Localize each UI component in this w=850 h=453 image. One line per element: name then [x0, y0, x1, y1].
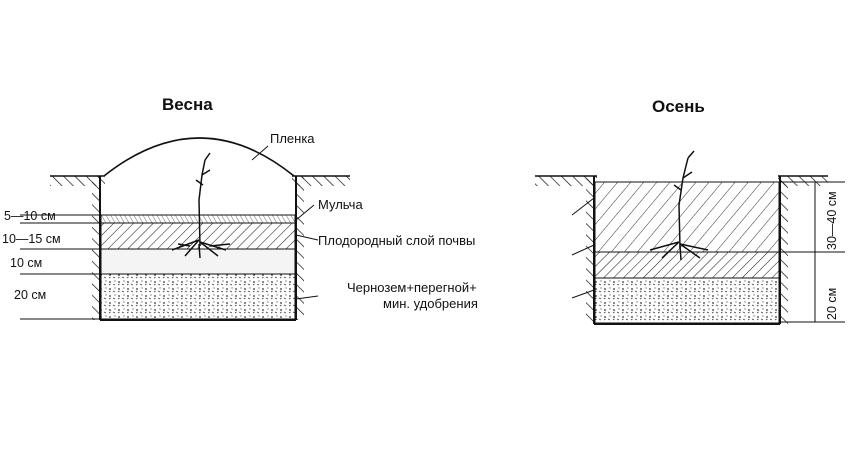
spring-leader-lines	[251, 145, 319, 300]
spring-dim-20cm: 20 см	[14, 288, 46, 302]
fertile-layer-label: Плодородный слой почвы	[318, 233, 475, 248]
spring-diagram: Весна	[2, 95, 478, 321]
autumn-diagram: Осень	[535, 97, 845, 325]
autumn-ground-surface	[535, 175, 828, 325]
spring-title: Весна	[162, 95, 213, 114]
autumn-title: Осень	[652, 97, 705, 116]
autumn-seedling	[649, 150, 709, 261]
mix-label-line1: Чернозем+перегной+	[347, 280, 477, 295]
spring-seedling	[171, 152, 231, 259]
autumn-dim-30-40cm: 30—40 см	[825, 191, 839, 250]
spring-dim-10cm: 10 см	[10, 256, 42, 270]
spring-film-dome	[103, 137, 295, 177]
spring-ground-surface	[50, 175, 350, 321]
autumn-dim-20cm: 20 см	[825, 288, 839, 320]
spring-mix-layer	[100, 273, 296, 320]
spring-10cm-layer	[100, 248, 296, 275]
spring-mulch-layer	[100, 214, 296, 224]
spring-fertile-layer	[100, 222, 296, 250]
autumn-fertile-layer	[594, 251, 780, 279]
mulch-label: Мульча	[318, 197, 363, 212]
autumn-mound-layer	[594, 181, 780, 253]
spring-dim-mulch: 5—10 см	[4, 209, 56, 223]
autumn-leader-lines	[571, 197, 595, 299]
autumn-dimension-lines	[780, 181, 845, 323]
film-label: Пленка	[270, 131, 315, 146]
autumn-mix-layer	[594, 277, 780, 324]
spring-dimension-lines	[20, 214, 101, 320]
spring-dim-fertile: 10—15 см	[2, 232, 61, 246]
mix-label-line2: мин. удобрения	[383, 296, 478, 311]
